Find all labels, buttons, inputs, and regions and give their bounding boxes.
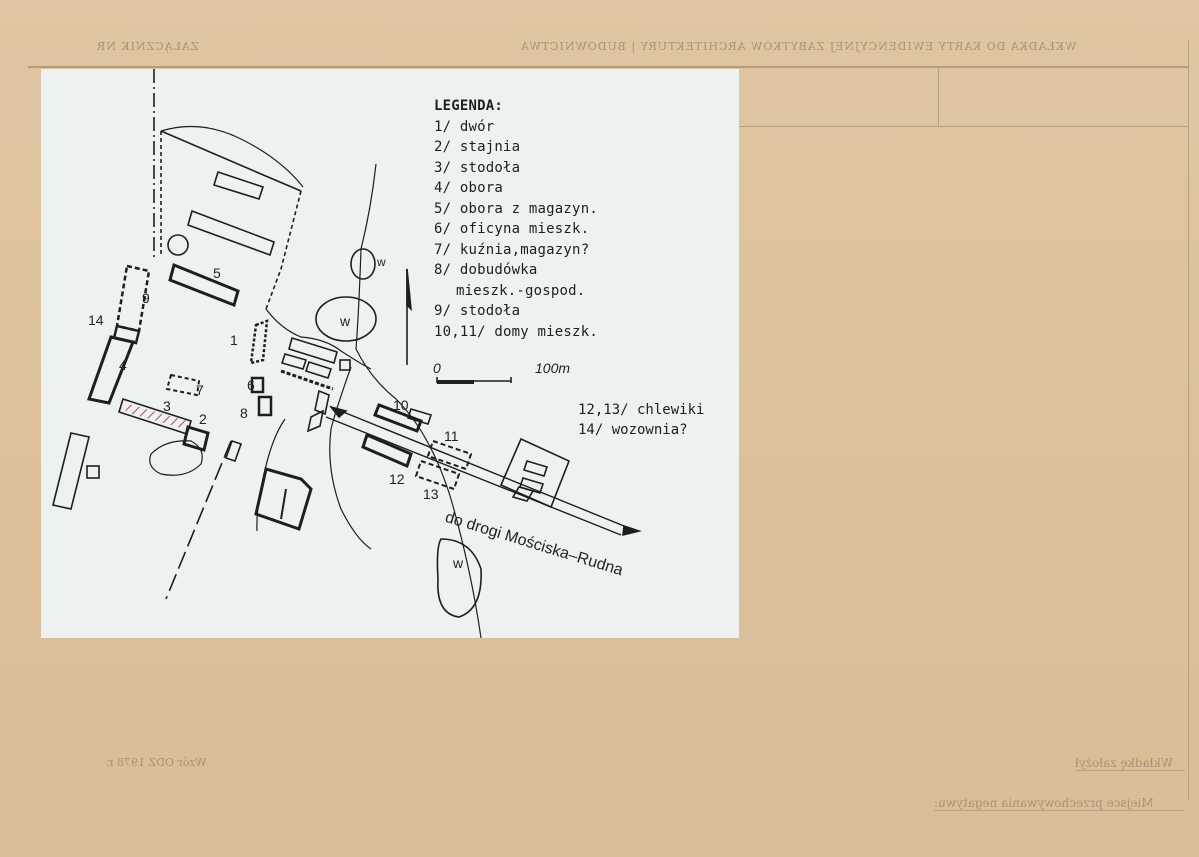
label-building-12: 12	[389, 471, 405, 487]
site-plan-map: LEGENDA: 1/ dwór 2/ stajnia 3/ stodoła 4…	[41, 69, 739, 638]
legend-item: 6/ oficyna mieszk.	[434, 221, 590, 237]
legend-extra: 12,13/ chlewiki 14/ wozownia?	[578, 400, 704, 440]
legend-item: 8/ dobudówka	[434, 262, 538, 278]
stream	[355, 163, 482, 638]
building-5	[168, 262, 240, 307]
legend-item: 5/ obora z magazyn.	[434, 200, 598, 217]
label-building-5: 5	[213, 265, 221, 281]
building-1	[249, 319, 269, 365]
bush	[149, 440, 203, 476]
legend-item: 14/ wozownia?	[578, 422, 688, 438]
garden-fence	[160, 130, 302, 192]
building-west	[52, 432, 90, 510]
label-building-3: 3	[163, 398, 171, 414]
gate-box	[306, 409, 325, 433]
legend-item: 4/ obora	[434, 180, 504, 196]
label-building-4: 4	[119, 357, 127, 373]
building-3-hatch	[125, 404, 187, 429]
label-building-9: 9	[142, 290, 150, 306]
building-small-south	[224, 439, 243, 463]
label-building-11: 11	[444, 428, 459, 444]
compound-box-1	[522, 460, 549, 477]
building-13	[414, 459, 461, 491]
legend-block: LEGENDA: 1/ dwór 2/ stajnia 3/ stodoła 4…	[434, 96, 598, 342]
compound-box-3	[511, 486, 535, 502]
building-8	[257, 395, 273, 417]
header-annex: ZAŁĄCZNIK NR	[96, 40, 199, 53]
label-water-3: w	[453, 555, 464, 571]
legend-item: 9/ stodoła	[434, 303, 521, 319]
label-building-13: 13	[423, 486, 439, 502]
annex-4	[339, 359, 351, 371]
small-square	[86, 465, 100, 479]
label-water-1: w	[377, 255, 386, 269]
label-building-10: 10	[393, 397, 409, 413]
building-10	[373, 403, 423, 433]
fence-east	[265, 190, 302, 310]
courtyard-outline	[254, 467, 313, 531]
scale-start-label: 0	[433, 360, 441, 376]
header-divider	[938, 68, 939, 126]
header-rule	[28, 66, 1188, 68]
label-water-2: w	[340, 313, 351, 329]
road-arrow-east	[622, 524, 642, 537]
footer-line-1	[1075, 770, 1185, 771]
road-line-upper	[330, 406, 625, 527]
building-upper-2	[187, 209, 275, 257]
label-building-1: 1	[230, 332, 238, 348]
annex-2	[280, 353, 308, 370]
gate-post	[314, 389, 330, 416]
site-plan-drawing	[52, 69, 642, 638]
legend-item: 1/ dwór	[434, 118, 495, 135]
footer-made-by: Wkładkę założył	[1075, 756, 1174, 770]
label-building-7: 7	[196, 382, 204, 398]
boundary-line-south	[165, 440, 232, 600]
scale-end-label: 100m	[535, 360, 571, 376]
building-7	[165, 373, 201, 397]
building-upper-1	[213, 170, 265, 200]
legend-title: LEGENDA:	[434, 98, 504, 114]
stream-branch	[329, 366, 372, 550]
building-12	[361, 432, 413, 469]
building-10-small	[406, 408, 433, 425]
pond-1	[350, 248, 376, 280]
building-11	[426, 439, 473, 471]
footer-storage: Miejsce przechowywania negatywu:	[934, 796, 1154, 810]
north-arrow-head	[406, 268, 413, 312]
label-building-14: 14	[88, 312, 104, 328]
road-arrow-west	[328, 405, 348, 419]
footer-line-2	[934, 810, 1184, 811]
legend-item: 3/ stodoła	[434, 159, 521, 176]
building-2	[182, 425, 210, 452]
legend-item: 12,13/ chlewiki	[578, 402, 705, 418]
label-building-2: 2	[199, 411, 207, 427]
road-line-lower	[325, 416, 622, 536]
building-14	[112, 324, 141, 345]
building-4	[87, 335, 136, 405]
courtyard-inner	[280, 488, 287, 520]
header-title: WKŁADKA DO KARTY EWIDENCYJNEJ ZABYTKÓW A…	[520, 40, 1077, 53]
label-building-8: 8	[240, 405, 248, 421]
annex-3	[304, 360, 333, 380]
legend-item: 2/ stajnia	[434, 139, 521, 155]
legend-item: 7/ kuźnia,magazyn?	[434, 241, 590, 258]
building-6	[250, 376, 265, 394]
label-building-6: 6	[247, 377, 255, 393]
park-edge	[265, 308, 372, 370]
tree-circle	[167, 234, 189, 256]
pond-2	[315, 296, 377, 342]
wall-line	[280, 369, 334, 391]
legend-item: 10,11/ domy mieszk.	[434, 323, 598, 340]
legend-item: mieszk.-gospod.	[456, 282, 586, 299]
pond-3	[436, 538, 482, 618]
annex-1	[288, 336, 338, 365]
right-border	[1188, 40, 1189, 800]
footer-form: Wzór ODZ 1978 r.	[106, 756, 207, 769]
tree-line-north	[160, 125, 304, 188]
header-box-line	[739, 126, 1189, 127]
